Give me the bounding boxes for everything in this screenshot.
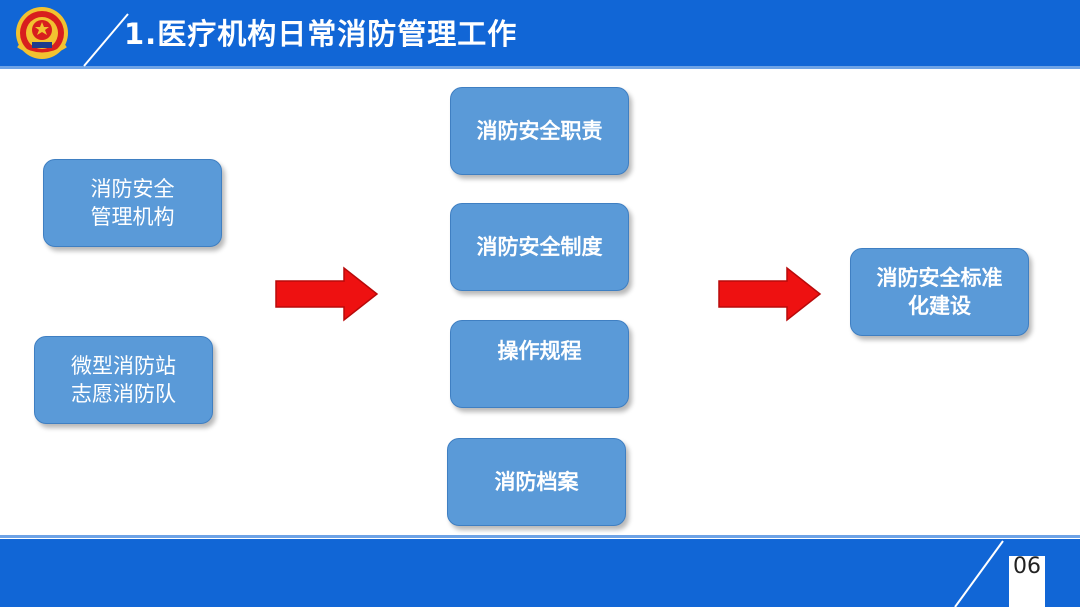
header-bar [0, 0, 1080, 66]
node-fire-archive-label: 消防档案 [494, 470, 579, 494]
page-title: 1.医疗机构日常消防管理工作 [124, 17, 518, 51]
arrow-right-icon [718, 266, 822, 322]
footer-bar [0, 539, 1080, 607]
node-fire-archive: 消防档案 [447, 438, 626, 526]
header-slash-decoration [83, 13, 129, 67]
footer-slash-decoration [954, 540, 1004, 607]
header-divider [0, 66, 1080, 69]
arrow-right-icon [275, 266, 379, 322]
node-operating-procedure-label: 操作规程 [497, 339, 582, 363]
node-fire-safety-duty-label: 消防安全职责 [476, 119, 603, 143]
node-standardization-label: 消防安全标准 化建设 [876, 266, 1003, 318]
fire-emblem-icon [16, 7, 68, 59]
node-management-org-label: 消防安全 管理机构 [90, 177, 175, 229]
node-fire-safety-duty: 消防安全职责 [450, 87, 629, 175]
footer-divider [0, 535, 1080, 538]
node-operating-procedure: 操作规程 [450, 320, 629, 408]
page-number: 06 [1013, 554, 1041, 579]
node-fire-safety-system-label: 消防安全制度 [476, 235, 603, 259]
node-fire-station-label: 微型消防站 志愿消防队 [71, 354, 176, 406]
page-number-box [1009, 556, 1045, 607]
node-management-org: 消防安全 管理机构 [43, 159, 222, 247]
node-fire-safety-system: 消防安全制度 [450, 203, 629, 291]
node-fire-station: 微型消防站 志愿消防队 [34, 336, 213, 424]
node-standardization: 消防安全标准 化建设 [850, 248, 1029, 336]
